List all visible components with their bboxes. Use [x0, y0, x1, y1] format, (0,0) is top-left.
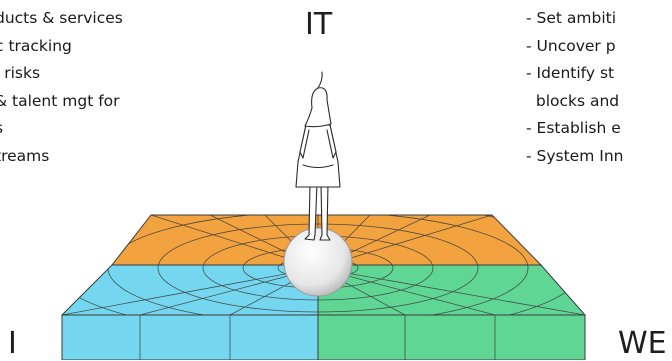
label-right: WE	[618, 329, 667, 359]
sphere	[284, 228, 352, 296]
front-face-cyan	[62, 315, 318, 360]
front-face-green	[318, 315, 585, 360]
label-left: I	[8, 329, 17, 359]
label-top: IT	[305, 10, 332, 40]
top-surface-cyan	[62, 265, 318, 315]
